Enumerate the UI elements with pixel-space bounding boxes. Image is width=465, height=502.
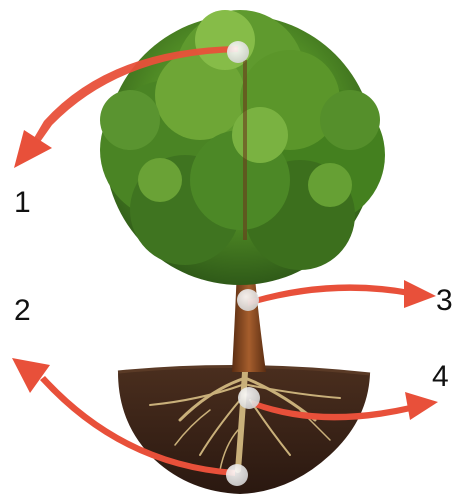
label-2: 2: [14, 296, 31, 326]
label-1: 1: [14, 188, 31, 218]
label-4: 4: [432, 362, 449, 392]
label-3: 3: [436, 286, 453, 316]
